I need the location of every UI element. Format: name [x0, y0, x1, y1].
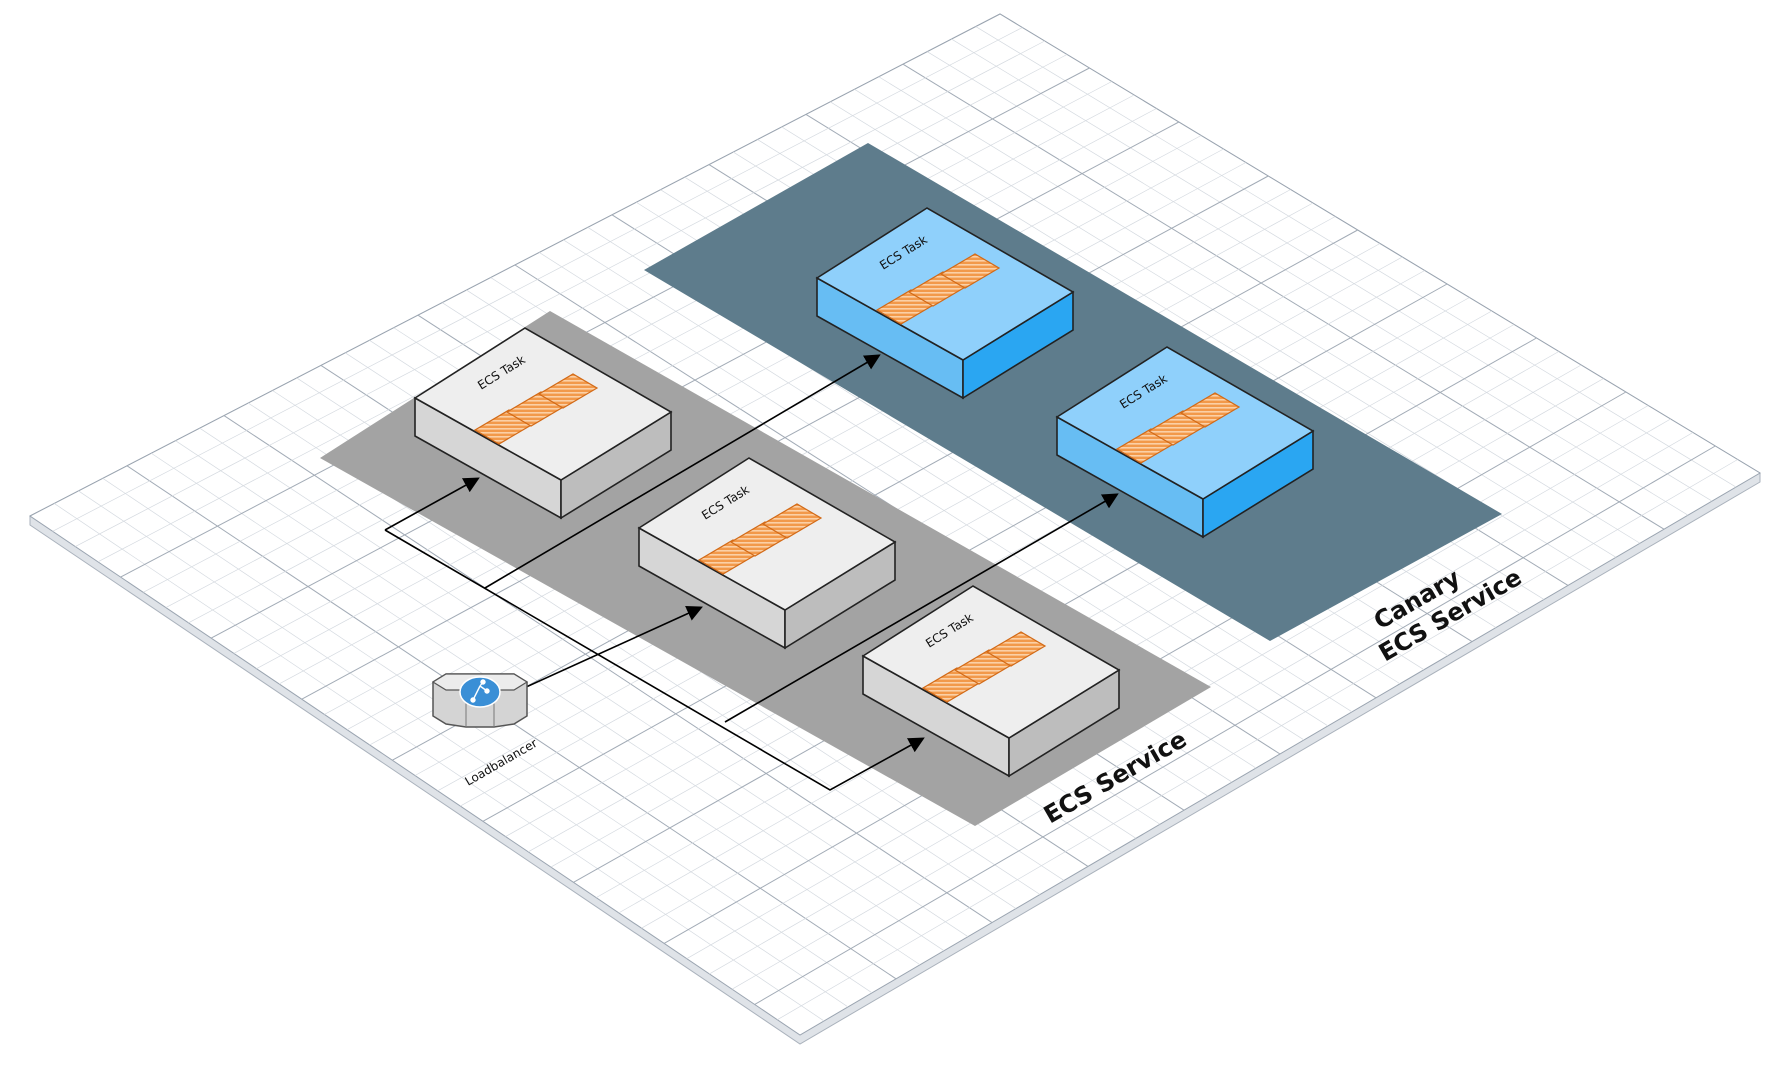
container-icon: [761, 503, 823, 539]
ecs-task-1[interactable]: ECS Task: [413, 327, 673, 520]
connector-to-canary-task-2: [724, 493, 1119, 723]
connector-to-canary-task-1: [484, 354, 881, 589]
ecs-task-2[interactable]: ECS Task: [637, 457, 897, 650]
container-icon: [939, 253, 1001, 289]
container-icon: [537, 373, 599, 409]
branch-icon: [470, 679, 490, 703]
connectors: [384, 354, 1119, 791]
container-icon: [1179, 392, 1241, 428]
canary-ecs-task-5[interactable]: ECS Task: [1055, 346, 1315, 539]
load-balancer-icon: [459, 676, 501, 708]
connector-lb-task-3: [384, 529, 925, 791]
ecs-task-3[interactable]: ECS Task: [861, 585, 1121, 778]
container-icon: [985, 631, 1047, 667]
canary-ecs-task-4[interactable]: ECS Task: [815, 207, 1075, 400]
connector-lb-task-1: [384, 477, 480, 531]
